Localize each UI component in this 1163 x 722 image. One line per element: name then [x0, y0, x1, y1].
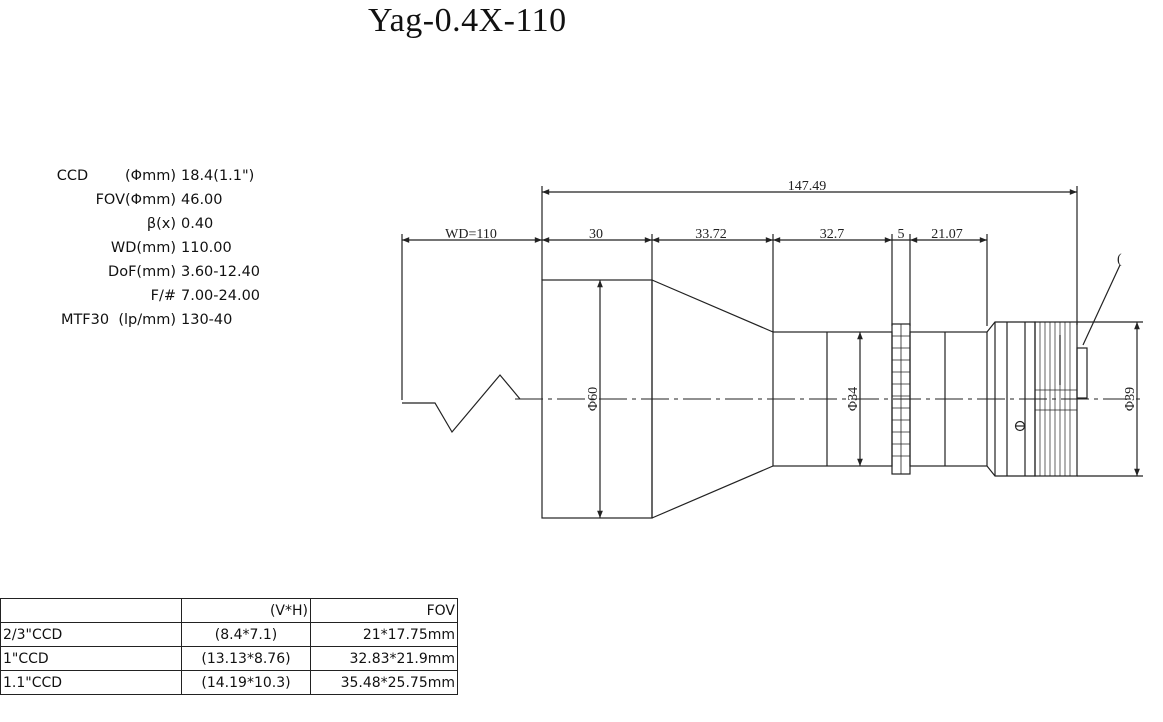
- diameter-label: Φ34: [846, 387, 861, 411]
- spec-value: 3.60-12.40: [181, 264, 261, 280]
- diameter-label: Φ60: [586, 387, 601, 411]
- spec-value: 7.00-24.00: [181, 288, 261, 304]
- spec-row: β(x) 0.40: [28, 214, 288, 238]
- table-cell: 2/3"CCD: [0, 622, 182, 647]
- table-cell: 35.48*25.75mm: [310, 670, 458, 695]
- spec-row: MTF30 (lp/mm) 130-40: [28, 310, 288, 334]
- spec-label: MTF30 (lp/mm): [60, 312, 176, 328]
- overall-length-label: 147.49: [788, 179, 827, 194]
- table-row: 1.1"CCD (14.19*10.3) 35.48*25.75mm: [0, 670, 458, 695]
- segment-label: 30: [589, 227, 603, 242]
- spec-label: F/#: [150, 288, 176, 304]
- spec-label: DoF(mm): [108, 264, 176, 280]
- diameter-label: Φ39: [1123, 387, 1138, 411]
- spec-value: 18.4(1.1"): [181, 168, 255, 184]
- table-header-row: (V*H) FOV: [0, 598, 458, 623]
- table-cell: 21*17.75mm: [310, 622, 458, 647]
- table-cell: (8.4*7.1): [181, 622, 311, 647]
- table-header: [0, 598, 182, 623]
- screw: [1014, 420, 1026, 432]
- table-row: 2/3"CCD (8.4*7.1) 21*17.75mm: [0, 622, 458, 647]
- lens-drawing: 147.49 WD=110 30 33.72 32.7 5 21.07 ( Φ6…: [401, 179, 1143, 519]
- spec-value: 46.00: [181, 192, 223, 208]
- page-title: Yag-0.4X-110: [368, 2, 567, 39]
- spec-value: 0.40: [181, 216, 214, 232]
- spec-label: CCD (Φmm): [56, 168, 176, 184]
- spec-row: DoF(mm) 3.60-12.40: [28, 262, 288, 286]
- table-cell: 32.83*21.9mm: [310, 646, 458, 671]
- segment-label: 5: [898, 227, 905, 242]
- fov-table: (V*H) FOV 2/3"CCD (8.4*7.1) 21*17.75mm 1…: [0, 598, 458, 695]
- spec-row: CCD (Φmm) 18.4(1.1"): [28, 166, 288, 190]
- table-header: (V*H): [181, 598, 311, 623]
- object-line: [402, 374, 521, 434]
- table-cell: 1"CCD: [0, 646, 182, 671]
- wd-label: WD=110: [445, 227, 497, 242]
- spec-list: CCD (Φmm) 18.4(1.1") FOV(Φmm) 46.00 β(x)…: [28, 166, 288, 334]
- table-cell: (14.19*10.3): [181, 670, 311, 695]
- callout-label: (: [1117, 252, 1122, 267]
- mount: [1034, 321, 1078, 477]
- segment-label: 33.72: [695, 227, 727, 242]
- spec-label: β(x): [146, 216, 176, 232]
- spec-label: FOV(Φmm): [95, 192, 176, 208]
- spec-row: F/# 7.00-24.00: [28, 286, 288, 310]
- table-cell: (13.13*8.76): [181, 646, 311, 671]
- spec-value: 130-40: [181, 312, 233, 328]
- table-row: 1"CCD (13.13*8.76) 32.83*21.9mm: [0, 646, 458, 671]
- rear-section: [909, 331, 988, 467]
- segment-label: 21.07: [931, 227, 963, 242]
- table-header: FOV: [310, 598, 458, 623]
- spec-row: WD(mm) 110.00: [28, 238, 288, 262]
- segment-label: 32.7: [820, 227, 845, 242]
- table-cell: 1.1"CCD: [0, 670, 182, 695]
- spec-value: 110.00: [181, 240, 232, 256]
- spec-row: FOV(Φmm) 46.00: [28, 190, 288, 214]
- spec-label: WD(mm): [110, 240, 176, 256]
